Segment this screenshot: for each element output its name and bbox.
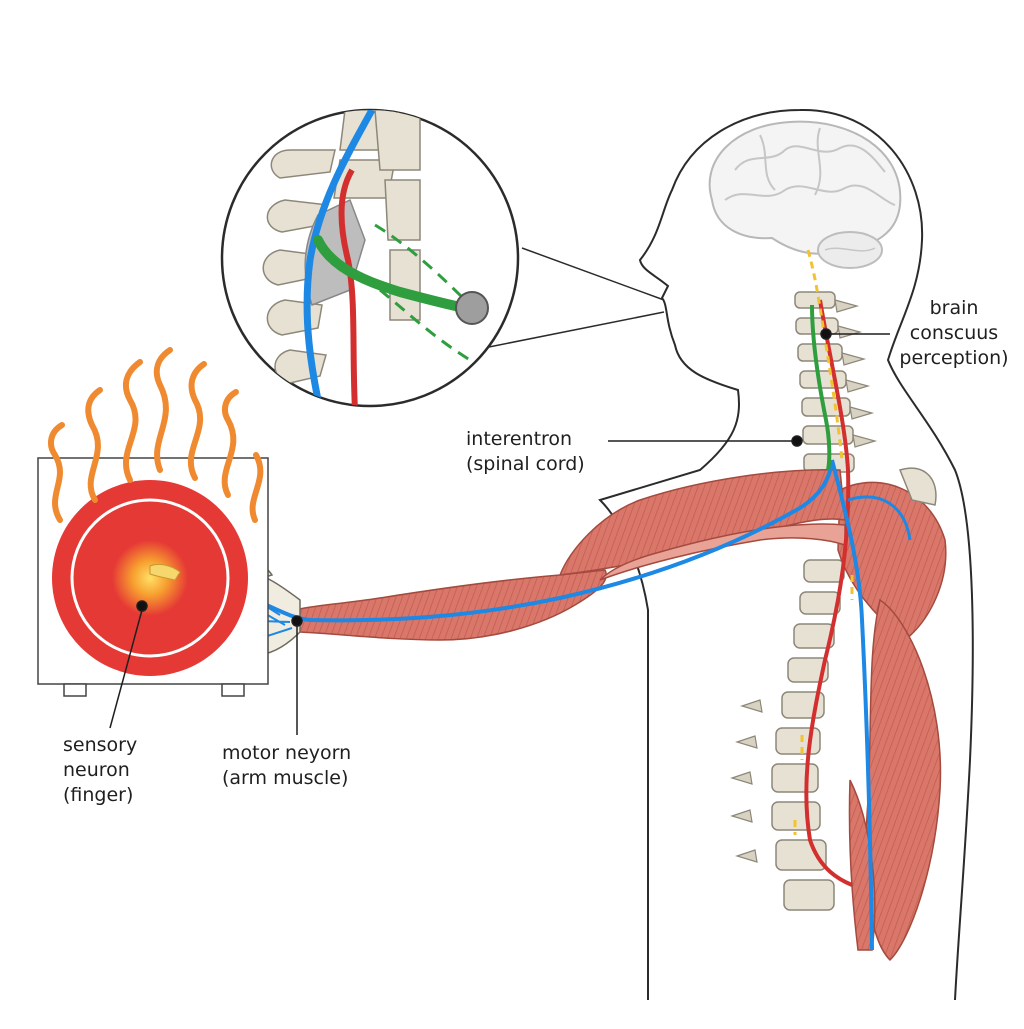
leader-lines	[109, 328, 890, 735]
interneuron-pointer-dot	[791, 435, 803, 447]
body-outline	[598, 108, 974, 1001]
spinal-cord-sensory-blue	[830, 459, 874, 951]
arm-muscles	[294, 469, 846, 641]
motor-neuron-label: motor neyorn (arm muscle)	[222, 741, 351, 791]
interneuron-green	[810, 304, 832, 471]
flames	[47, 347, 264, 523]
hot-stove	[37, 457, 269, 697]
brain-label-line-3: perception)	[899, 347, 1009, 369]
sensory-pointer-dot	[136, 600, 148, 612]
brain-label-line-1: brain	[929, 297, 979, 319]
signal-dashed-yellow	[793, 249, 854, 835]
sensory-label-line-2: neuron	[63, 759, 130, 781]
torso-muscles	[837, 467, 947, 962]
motor-label-line-1: motor neyorn	[222, 742, 352, 764]
spinal-cord-motor-red	[804, 299, 853, 887]
motor-label-line-2: (arm muscle)	[222, 767, 349, 789]
brain-pointer-dot	[820, 328, 832, 340]
brain-label-line-2: conscuus	[909, 322, 999, 344]
spinous-processes	[730, 299, 878, 863]
brain-perception-label: brain conscuus perception)	[895, 296, 1013, 371]
zoom-inset	[220, 108, 665, 408]
finger-sensor	[149, 563, 181, 581]
sensory-label-line-1: sensory	[63, 734, 138, 756]
spine	[771, 291, 855, 911]
sensory-label-line-3: (finger)	[63, 784, 134, 806]
sensory-neuron-label: sensory neuron (finger)	[63, 733, 137, 808]
motor-pointer-dot	[291, 615, 303, 627]
interneuron-label: interentron (spinal cord)	[466, 427, 585, 477]
brain	[708, 120, 902, 269]
spinal-cord-blue-upper	[847, 495, 912, 541]
interneuron-label-line-2: (spinal cord)	[466, 453, 585, 475]
interneuron-label-line-1: interentron	[466, 428, 573, 450]
